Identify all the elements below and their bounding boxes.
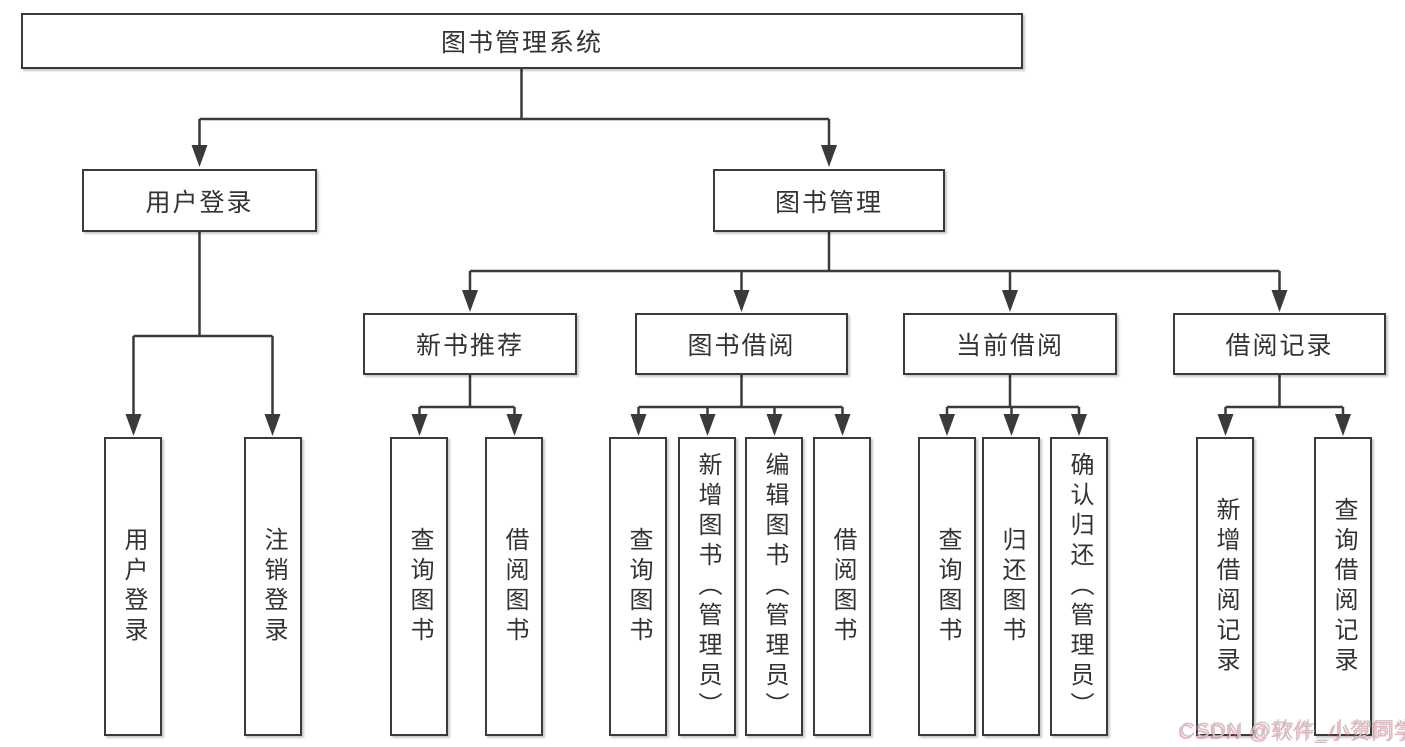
wire-root-to-level1	[198, 69, 831, 147]
node-label: 图书管理系统	[440, 29, 603, 57]
node-label: 归还图书	[998, 526, 1025, 647]
leaf-query-books-current: 查询图书	[918, 437, 976, 736]
wire-current-borrow-branch	[945, 375, 1081, 418]
leaf-return-book: 归还图书	[982, 437, 1040, 736]
node-label: 用户登录	[145, 188, 254, 217]
node-label: 用户登录	[120, 526, 147, 647]
leaf-borrow-books: 借阅图书	[813, 437, 871, 736]
node-label: 新增借阅记录	[1212, 496, 1239, 677]
node-label: 借阅记录	[1225, 332, 1334, 360]
node-label: 图书借阅	[687, 332, 796, 360]
node-label: 查询图书	[625, 526, 652, 647]
wire-new-book-branch	[418, 375, 516, 418]
node-label: 编辑图书（管理员）	[761, 451, 788, 722]
leaf-add-book-admin: 新增图书（管理员）	[678, 437, 736, 736]
node-book-borrow: 图书借阅	[635, 313, 848, 375]
wire-borrow-records-branch	[1224, 375, 1345, 418]
node-label: 确认归还（管理员）	[1066, 451, 1093, 722]
leaf-query-borrow-record: 查询借阅记录	[1314, 437, 1372, 736]
node-current-borrow: 当前借阅	[903, 313, 1117, 375]
arrowheads	[125, 145, 1351, 436]
wire-book-borrow-branch	[637, 375, 844, 418]
csdn-watermark: CSDN @软件_小贺同学	[1180, 719, 1405, 742]
leaf-user-login: 用户登录	[104, 437, 162, 736]
node-borrow-records: 借阅记录	[1173, 313, 1386, 375]
node-label: 借阅图书	[829, 526, 856, 647]
leaf-query-books-borrow: 查询图书	[609, 437, 667, 736]
node-label: 注销登录	[260, 526, 287, 647]
leaf-edit-book-admin: 编辑图书（管理员）	[745, 437, 803, 736]
node-label: 查询图书	[934, 526, 961, 647]
node-label: 查询借阅记录	[1330, 496, 1357, 677]
wire-user-login-branch	[132, 232, 274, 418]
node-label: 新书推荐	[415, 332, 524, 360]
node-user-login: 用户登录	[82, 169, 317, 232]
node-label: 图书管理	[774, 188, 883, 217]
node-label: 新增图书（管理员）	[694, 451, 721, 722]
leaf-query-books-recommend: 查询图书	[390, 437, 448, 736]
node-new-book-recommend: 新书推荐	[363, 313, 577, 375]
node-system-root: 图书管理系统	[21, 13, 1023, 69]
wire-book-management-branch	[468, 232, 1281, 294]
leaf-confirm-return-admin: 确认归还（管理员）	[1050, 437, 1108, 736]
node-label: 查询图书	[406, 526, 433, 647]
node-book-management: 图书管理	[713, 169, 945, 232]
leaf-logout: 注销登录	[244, 437, 302, 736]
node-label: 当前借阅	[955, 332, 1064, 360]
node-label: 借阅图书	[501, 526, 528, 647]
leaf-borrow-books-recommend: 借阅图书	[485, 437, 543, 736]
leaf-add-borrow-record: 新增借阅记录	[1196, 437, 1254, 736]
